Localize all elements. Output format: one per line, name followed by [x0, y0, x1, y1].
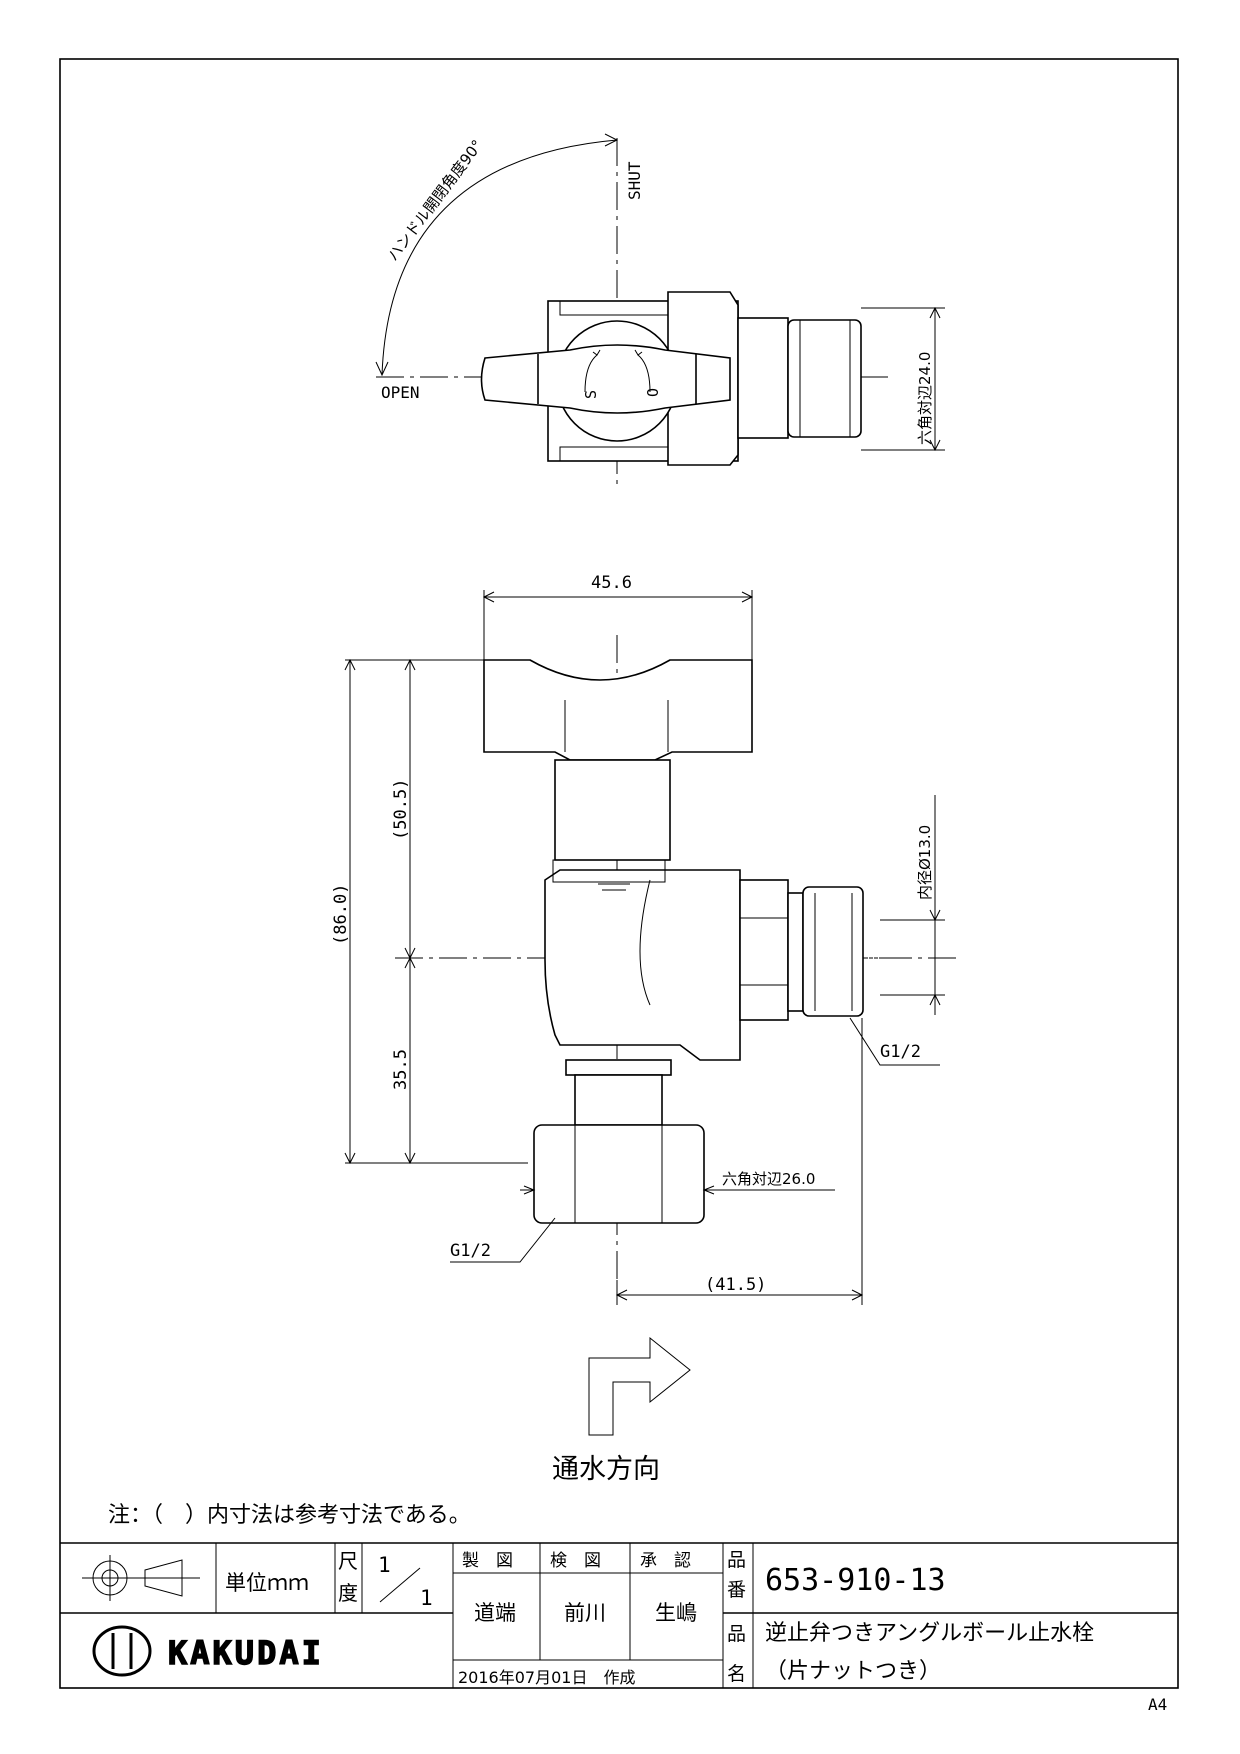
title-block — [60, 1542, 1178, 1688]
name-header-2: 名 — [727, 1663, 746, 1685]
scale-numerator: 1 — [378, 1553, 391, 1577]
name-header-1: 品 — [727, 1623, 746, 1645]
product-name-line1: 逆止弁つきアングルボール止水栓 — [765, 1621, 1094, 1646]
checked-by: 前川 — [564, 1601, 606, 1625]
total-height-dim: (86.0) — [331, 884, 351, 945]
checked-header: 検 図 — [550, 1551, 601, 1571]
open-label: OPEN — [381, 383, 420, 402]
top-view: S O ハンドル開閉角度90° SHUT OPEN 六角対辺24.0 — [375, 133, 945, 490]
front-view: 45.6 (86.0) (50.5) 35.5 内径Ø13.0 G1/2 六角対… — [331, 573, 960, 1305]
hex-26-dim: 六角対辺26.0 — [722, 1170, 815, 1188]
hex-24-dim: 六角対辺24.0 — [916, 352, 934, 445]
thread-bottom-label: G1/2 — [450, 1241, 491, 1261]
angle-label: ハンドル開閉角度90° — [384, 136, 487, 264]
scale-denominator: 1 — [420, 1586, 433, 1610]
approved-by: 生嶋 — [655, 1601, 697, 1625]
upper-height-dim: (50.5) — [391, 779, 411, 840]
drawn-header: 製 図 — [462, 1551, 513, 1571]
offset-dim: (41.5) — [705, 1275, 766, 1295]
scale-label-2: 度 — [338, 1581, 358, 1605]
date-label: 2016年07月01日 作成 — [458, 1668, 635, 1687]
inner-dia-dim: 内径Ø13.0 — [916, 825, 934, 900]
flow-label: 通水方向 — [552, 1454, 660, 1485]
unit-label: 単位ｍｍ — [225, 1571, 309, 1595]
sheet-size-label: A4 — [1148, 1695, 1167, 1714]
flow-direction-arrow — [588, 1336, 691, 1436]
thread-right-label: G1/2 — [880, 1042, 921, 1062]
shut-label: SHUT — [625, 161, 644, 200]
scale-label-1: 尺 — [338, 1549, 358, 1573]
note-text: 注：（ ）内寸法は参考寸法である。 — [108, 1503, 471, 1528]
s-mark: S — [582, 390, 600, 399]
lower-height-dim: 35.5 — [391, 1049, 411, 1090]
o-mark: O — [644, 388, 662, 397]
part-number: 653-910-13 — [765, 1563, 946, 1598]
approved-header: 承 認 — [640, 1551, 691, 1571]
width-dim: 45.6 — [591, 573, 632, 593]
kakudai-logo: KAKUDAI — [92, 1625, 324, 1677]
drawn-by: 道端 — [474, 1601, 516, 1625]
sheet-frame — [59, 58, 1179, 1689]
logo-wordmark: KAKUDAI — [168, 1634, 324, 1672]
part-no-header-1: 品 — [727, 1549, 746, 1571]
part-no-header-2: 番 — [727, 1579, 746, 1601]
product-name-line2: （片ナットつき） — [765, 1659, 941, 1684]
